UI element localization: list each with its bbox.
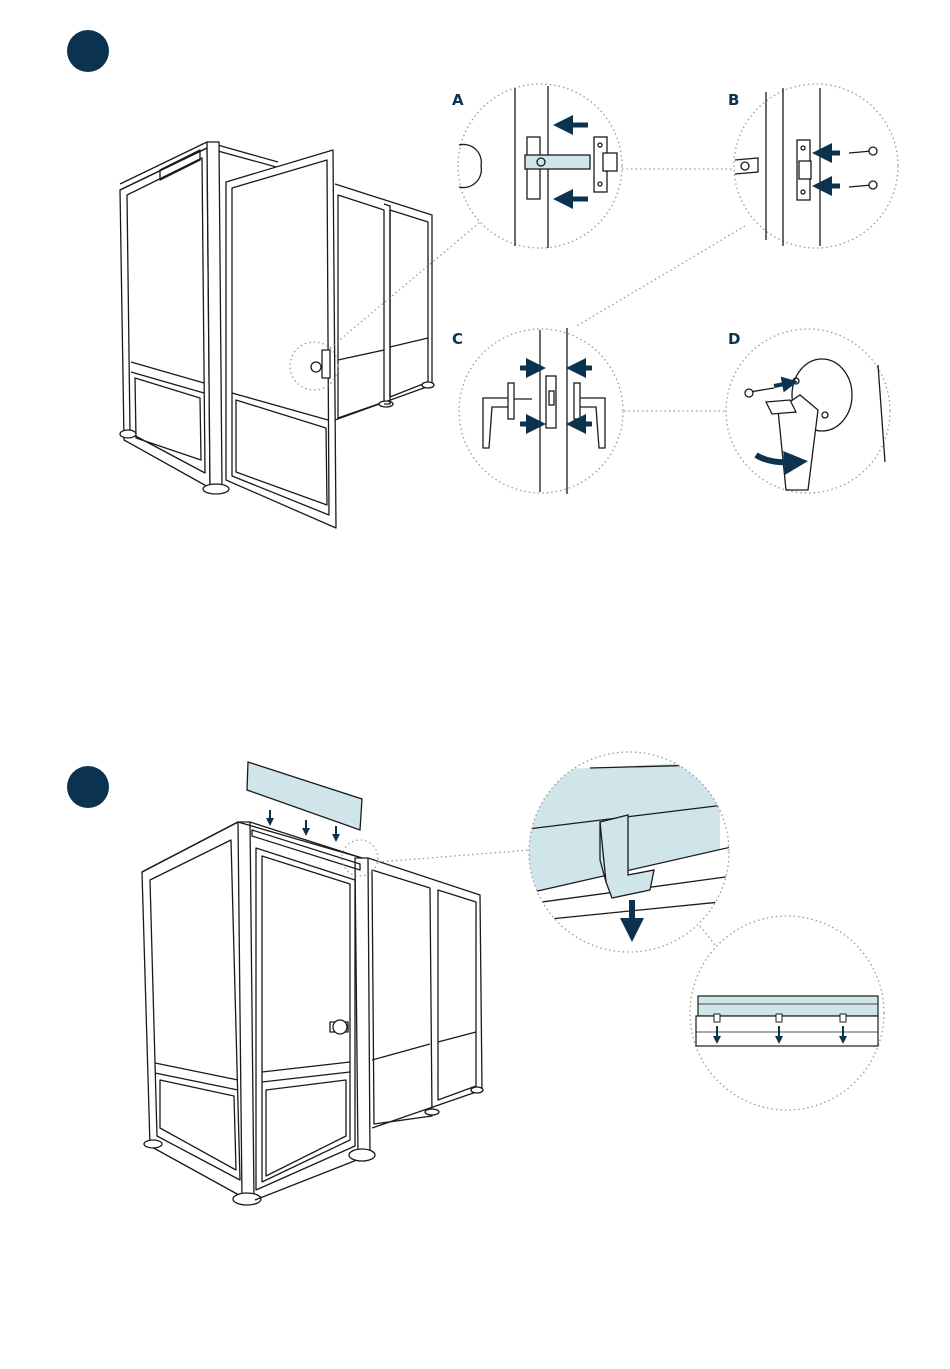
step-1-marker-icon — [67, 30, 109, 72]
detail-label-d: D — [728, 330, 740, 348]
detail-label-b: B — [728, 91, 739, 109]
detail-top-rail-side-view — [690, 916, 884, 1110]
booth-with-open-door-illustration — [120, 142, 485, 528]
detail-label-c: C — [452, 330, 463, 348]
detail-d: D — [726, 329, 890, 493]
booth-closed-illustration — [142, 822, 530, 1205]
detail-b: B — [575, 84, 898, 327]
detail-a: A — [452, 84, 735, 248]
detail-top-rail-clip — [520, 752, 740, 952]
step-2-marker-icon — [67, 766, 109, 808]
detail-c: C — [452, 328, 728, 494]
detail-label-a: A — [452, 91, 464, 109]
